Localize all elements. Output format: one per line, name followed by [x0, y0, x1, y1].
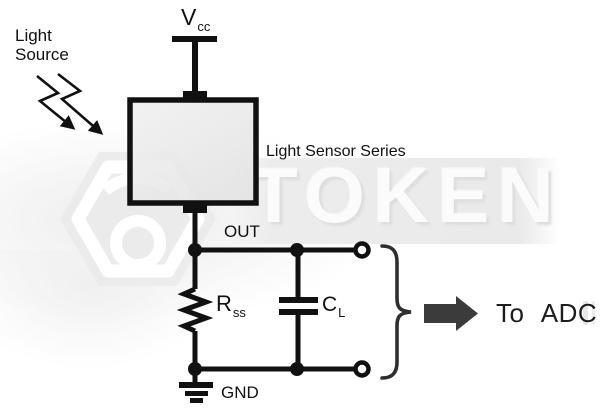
to-adc-label: To ADC — [496, 298, 598, 328]
watermark-fragment — [583, 301, 595, 325]
sensor-series-label: Light Sensor Series — [266, 143, 406, 160]
resistor-label: Rss — [216, 291, 246, 320]
vcc-label: Vcc — [181, 4, 211, 34]
gnd-label: GND — [221, 383, 259, 402]
brace — [380, 244, 412, 380]
capacitor-subscript: L — [338, 305, 346, 320]
out-label: OUT — [224, 222, 260, 241]
vcc-rail — [172, 36, 217, 100]
vcc-subscript: cc — [197, 19, 211, 34]
ground-icon — [179, 382, 213, 403]
vcc-symbol: V — [181, 4, 197, 30]
terminal-circle-top — [353, 241, 371, 259]
terminal-circle-bottom — [353, 360, 371, 378]
capacitor-symbol — [279, 297, 318, 315]
capacitor-symbol-text: C — [322, 293, 338, 316]
resistor-subscript: ss — [232, 305, 246, 320]
light-source-line1: Light — [15, 26, 52, 45]
light-source-line2: Source — [15, 45, 69, 64]
light-ray-arrows-icon — [36, 72, 104, 135]
capacitor-label: CL — [322, 293, 346, 320]
resistor-symbol-text: R — [216, 291, 232, 316]
resistor-symbol — [176, 286, 214, 334]
adc-arrow-icon — [424, 296, 478, 331]
light-source-label: Light Source — [15, 26, 69, 64]
light-sensor-box — [127, 97, 259, 206]
